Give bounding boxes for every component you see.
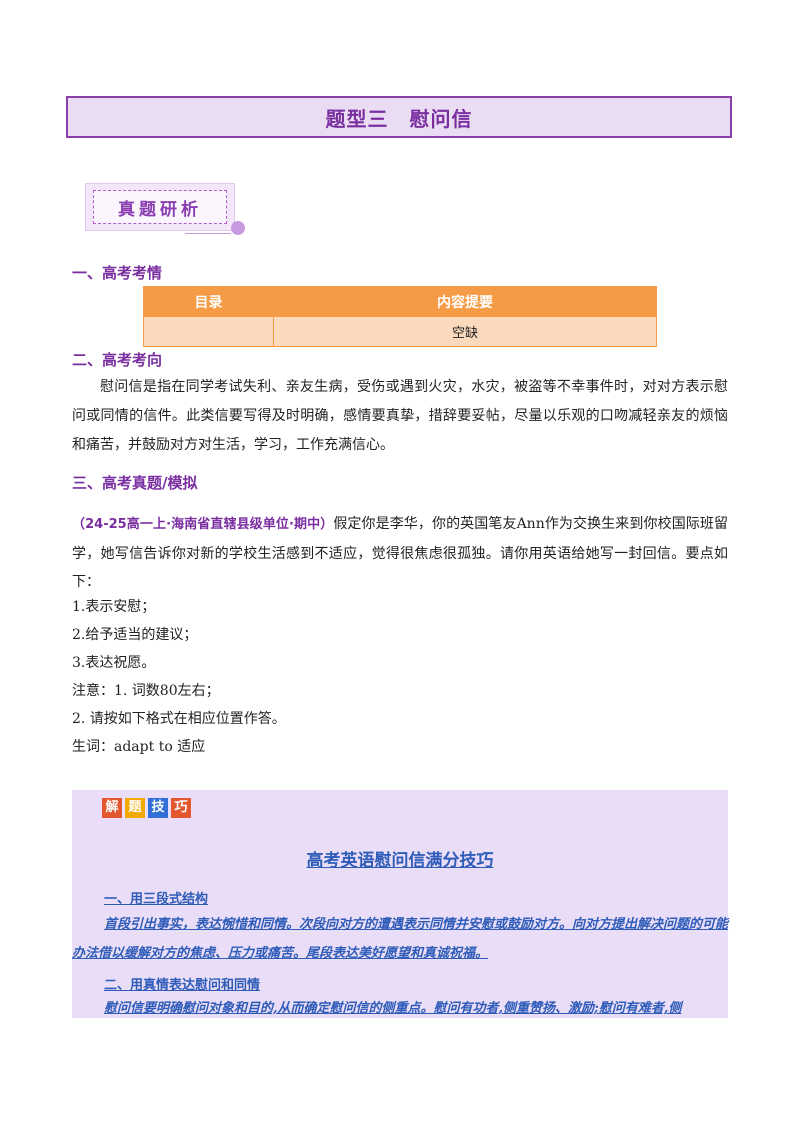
point-item: 1.表示安慰； [72, 599, 156, 615]
exam-info-table: 目录 内容提要 空缺 [143, 286, 657, 347]
title-banner: 题型三 慰问信 [66, 96, 732, 138]
table-row: 空缺 [143, 316, 657, 347]
question-prompt: （24-25高一上·海南省直辖县级单位·期中）假定你是李华，你的英国笔友Ann作… [72, 510, 728, 597]
note-line: 2. 请按如下格式在相应位置作答。 [72, 711, 286, 727]
table-cell: 空缺 [273, 316, 657, 347]
badge-decor-dot [231, 221, 245, 235]
section-heading-1: 一、高考考情 [72, 264, 163, 282]
badge-inner-frame: 真题研析 [93, 190, 227, 224]
tips-paragraph: 首段引出事实，表达惋惜和同情。次段向对方的遭遇表示同情并安慰或鼓励对方。向对方提… [72, 917, 729, 961]
body-paragraph: 慰问信是指在同学考试失利、亲友生病，受伤或遇到火灾，水灾，被盗等不幸事件时，对对… [72, 379, 728, 453]
table-cell [143, 316, 274, 347]
tips-tag: 题 [125, 798, 145, 818]
tips-title: 高考英语慰问信满分技巧 [306, 851, 494, 871]
table-header-cell: 内容提要 [273, 286, 657, 317]
point-item: 2.给予适当的建议； [72, 627, 198, 643]
tips-panel: 解 题 技 巧 高考英语慰问信满分技巧 一、用三段式结构 首段引出事实，表达惋惜… [72, 790, 728, 1018]
tips-tag: 解 [102, 798, 122, 818]
question-text: 假定你是李华，你的英国笔友Ann作为交换生来到你校国际班留学，她写信告诉你对新的… [72, 516, 728, 590]
tips-heading: 一、用三段式结构 [104, 892, 209, 907]
tips-tag: 技 [148, 798, 168, 818]
badge-decor-line [185, 233, 231, 234]
badge-label: 真题研析 [118, 199, 202, 220]
section-heading-2: 二、高考考向 [72, 351, 163, 369]
question-source: （24-25高一上·海南省直辖县级单位·期中） [72, 517, 334, 532]
point-item: 3.表达祝愿。 [72, 655, 156, 671]
table-header-row: 目录 内容提要 [143, 286, 657, 317]
tips-heading: 二、用真情表达慰问和同情 [104, 978, 261, 993]
section-badge: 真题研析 [85, 183, 245, 239]
tips-tag: 巧 [171, 798, 191, 818]
vocab-line: 生词：adapt to 适应 [72, 739, 206, 755]
note-line: 注意：1. 词数80左右； [72, 683, 220, 699]
page-title: 题型三 慰问信 [325, 106, 473, 131]
table-header-cell: 目录 [143, 286, 274, 317]
tips-paragraph: 慰问信要明确慰问对象和目的,从而确定慰问信的侧重点。慰问有功者,侧重赞扬、激励;… [104, 1001, 682, 1016]
section-heading-3: 三、高考真题/模拟 [72, 474, 198, 492]
